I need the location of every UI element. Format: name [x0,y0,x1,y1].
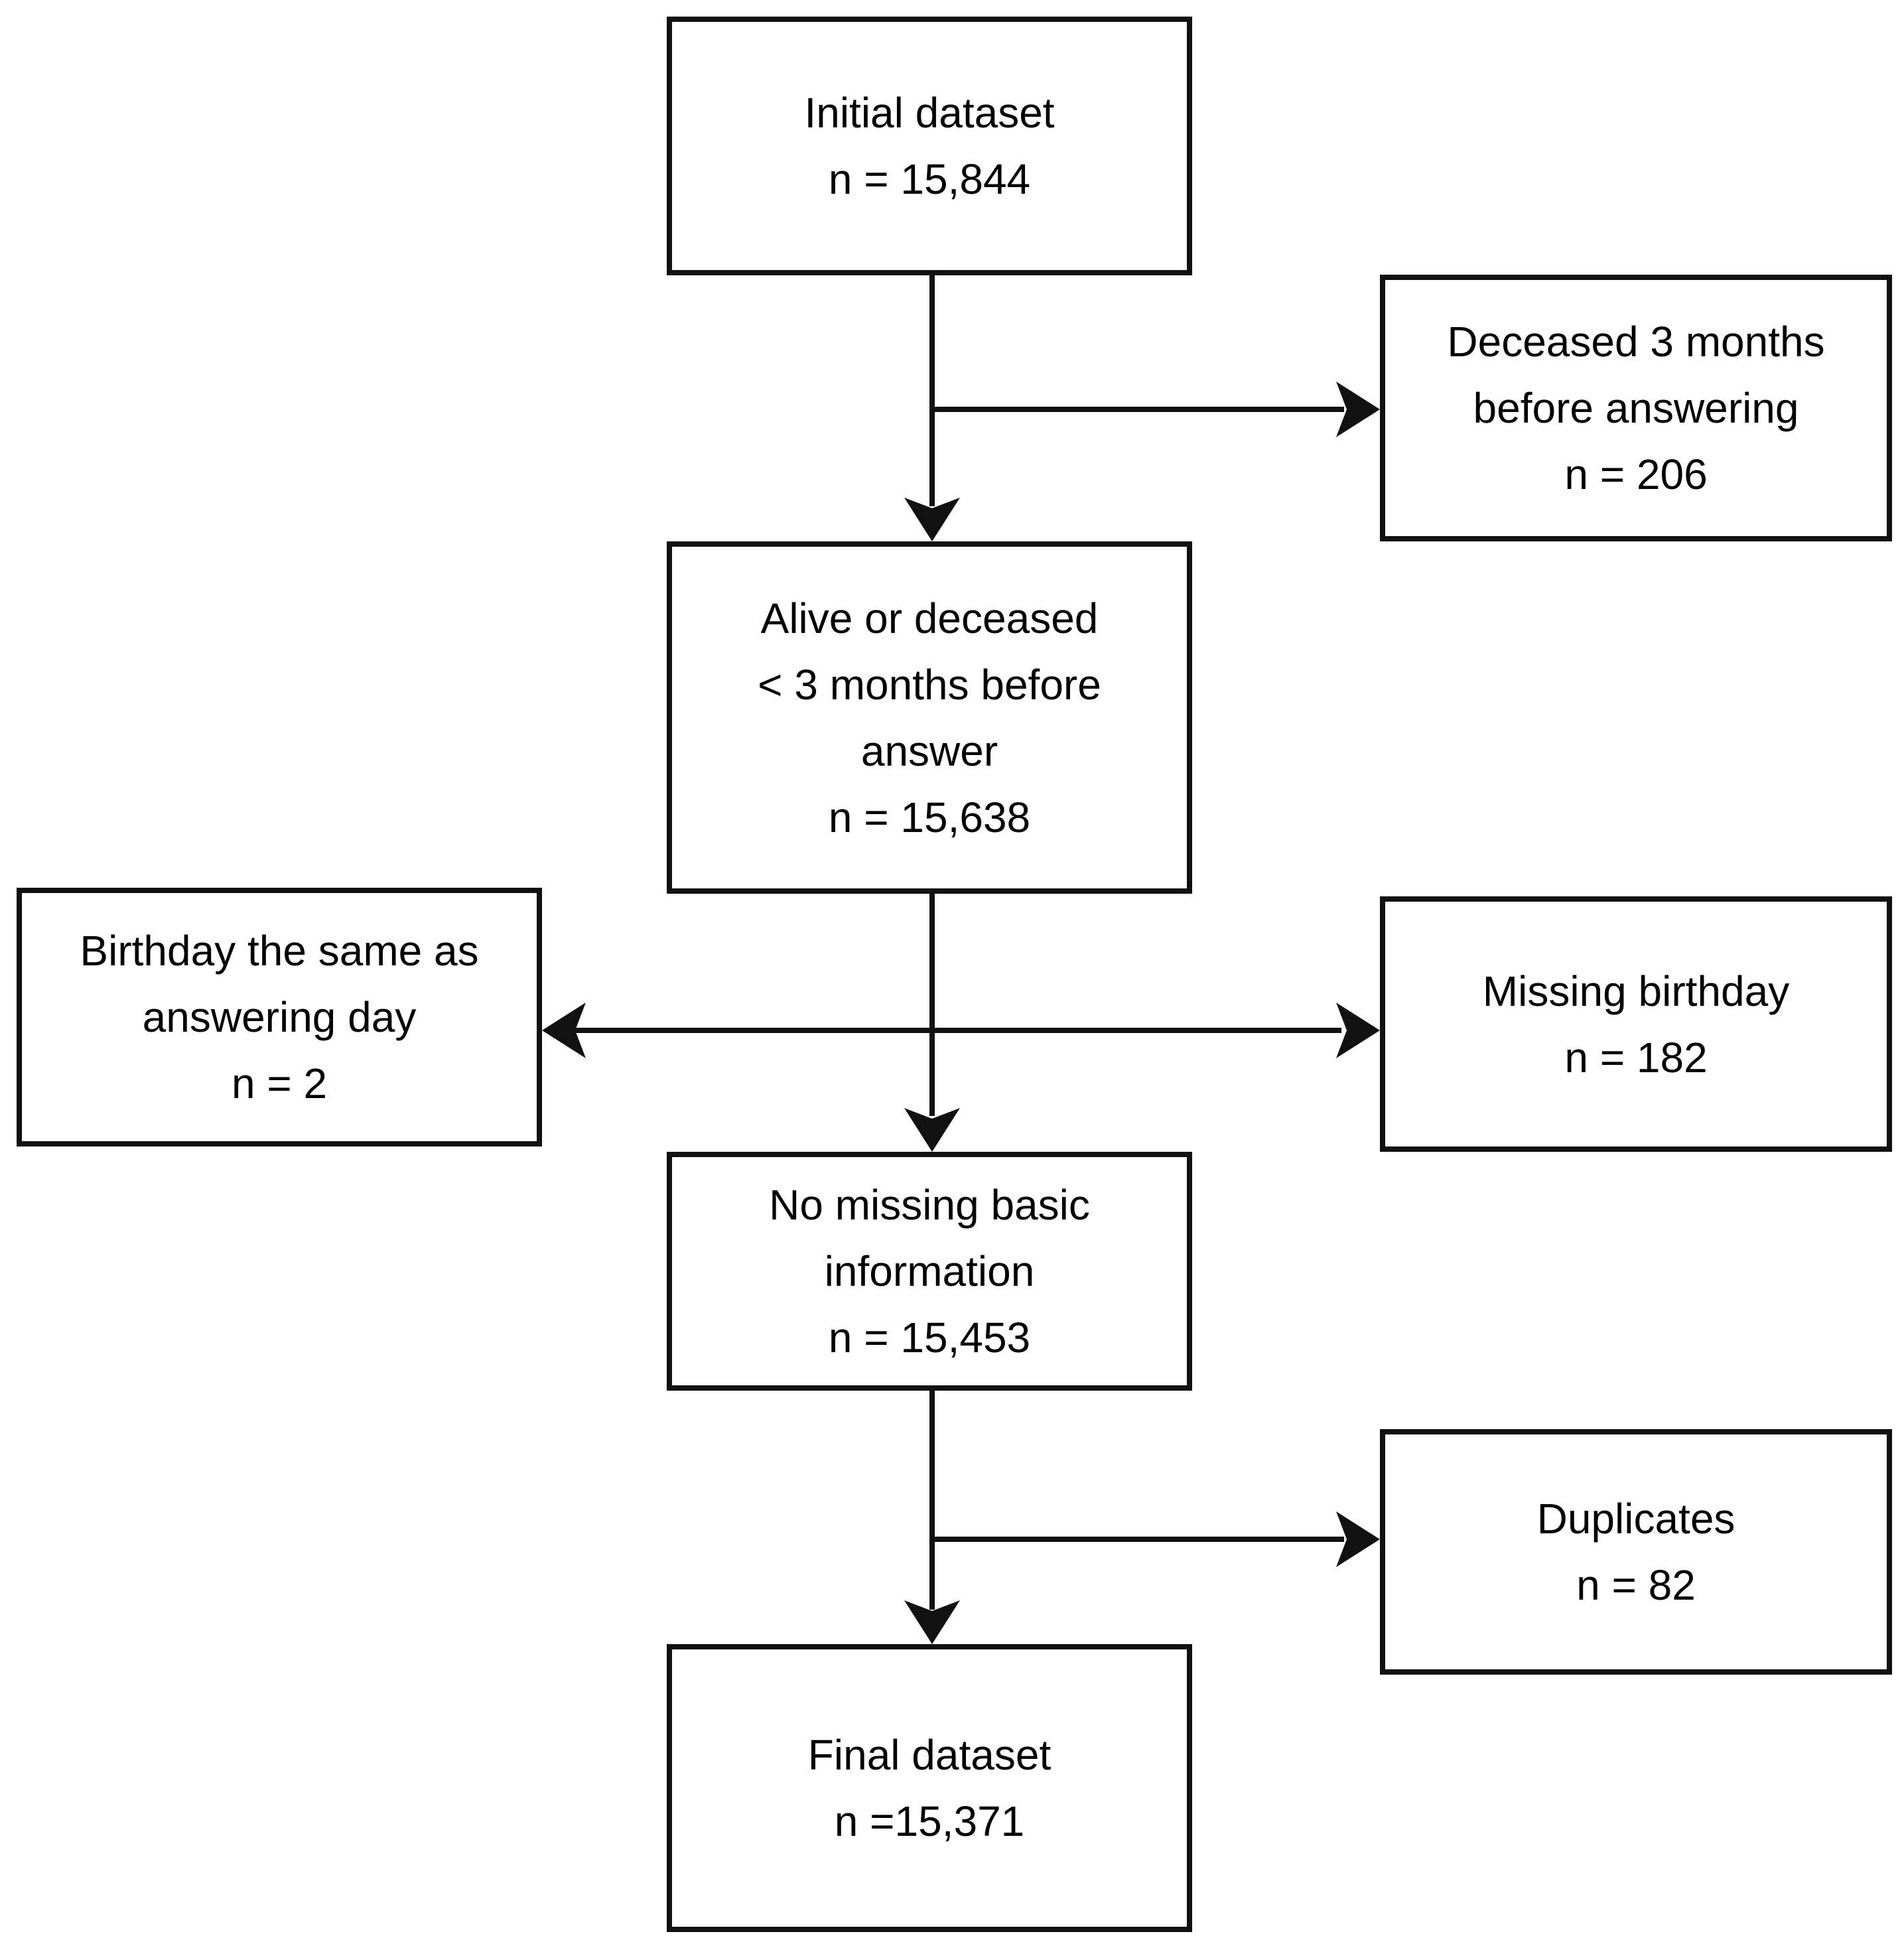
box-alive-or-deceased-label-2: < 3 months before [758,660,1101,709]
arrowhead-down-into-final-icon [904,1600,960,1644]
box-alive-or-deceased-label-1: Alive or deceased [760,594,1099,642]
edge-alive-to-no-missing-line [929,894,935,1116]
box-birthday-same-as-answering-day: Birthday the same as answering day n = 2 [17,888,542,1146]
box-alive-or-deceased-label-3: answer [860,727,998,775]
edge-no-missing-to-final-line [929,1391,935,1610]
arrowhead-down-into-no-missing-icon [904,1108,960,1152]
arrowhead-down-into-alive-icon [904,498,960,541]
box-final-dataset: Final dataset n =15,371 [667,1644,1192,1932]
box-final-dataset-label: Final dataset [807,1731,1052,1779]
box-deceased-label-2: before answering [1473,384,1799,432]
box-no-missing-label-2: information [824,1247,1035,1295]
edge-branch-birthday-missing-line [572,1028,1341,1033]
box-birthday-same-count: n = 2 [231,1060,328,1107]
box-deceased-3-months: Deceased 3 months before answering n = 2… [1380,275,1892,541]
box-final-dataset-count: n =15,371 [834,1797,1025,1845]
box-deceased-count: n = 206 [1564,451,1708,498]
box-initial-dataset-count: n = 15,844 [828,155,1031,203]
box-missing-birthday: Missing birthday n = 182 [1380,896,1892,1152]
box-no-missing-basic-information: No missing basic information n = 15,453 [667,1152,1192,1391]
arrowhead-left-into-birthday-same-icon [542,1003,586,1058]
box-missing-birthday-label: Missing birthday [1482,967,1790,1015]
box-duplicates-label: Duplicates [1536,1495,1735,1543]
box-no-missing-count: n = 15,453 [828,1314,1031,1361]
box-initial-dataset-label: Initial dataset [804,89,1055,137]
box-deceased-label-1: Deceased 3 months [1447,318,1825,366]
box-no-missing-label-1: No missing basic [769,1181,1090,1229]
arrowhead-right-into-missing-birthday-icon [1336,1003,1380,1058]
box-duplicates: Duplicates n = 82 [1380,1429,1892,1675]
box-alive-or-deceased-count: n = 15,638 [828,793,1031,841]
box-birthday-same-label-1: Birthday the same as [80,927,479,975]
box-birthday-same-label-2: answering day [142,993,417,1041]
edge-initial-to-alive-line [929,274,935,506]
edge-branch-to-duplicates-line [929,1537,1344,1542]
arrowhead-right-into-duplicates-icon [1336,1511,1380,1567]
box-missing-birthday-count: n = 182 [1564,1033,1708,1081]
arrowhead-right-into-deceased-icon [1336,382,1380,437]
box-duplicates-count: n = 82 [1576,1561,1696,1609]
box-initial-dataset: Initial dataset n = 15,844 [667,17,1192,275]
box-alive-or-deceased: Alive or deceased < 3 months before answ… [667,541,1192,894]
edge-branch-to-deceased-line [929,407,1344,412]
